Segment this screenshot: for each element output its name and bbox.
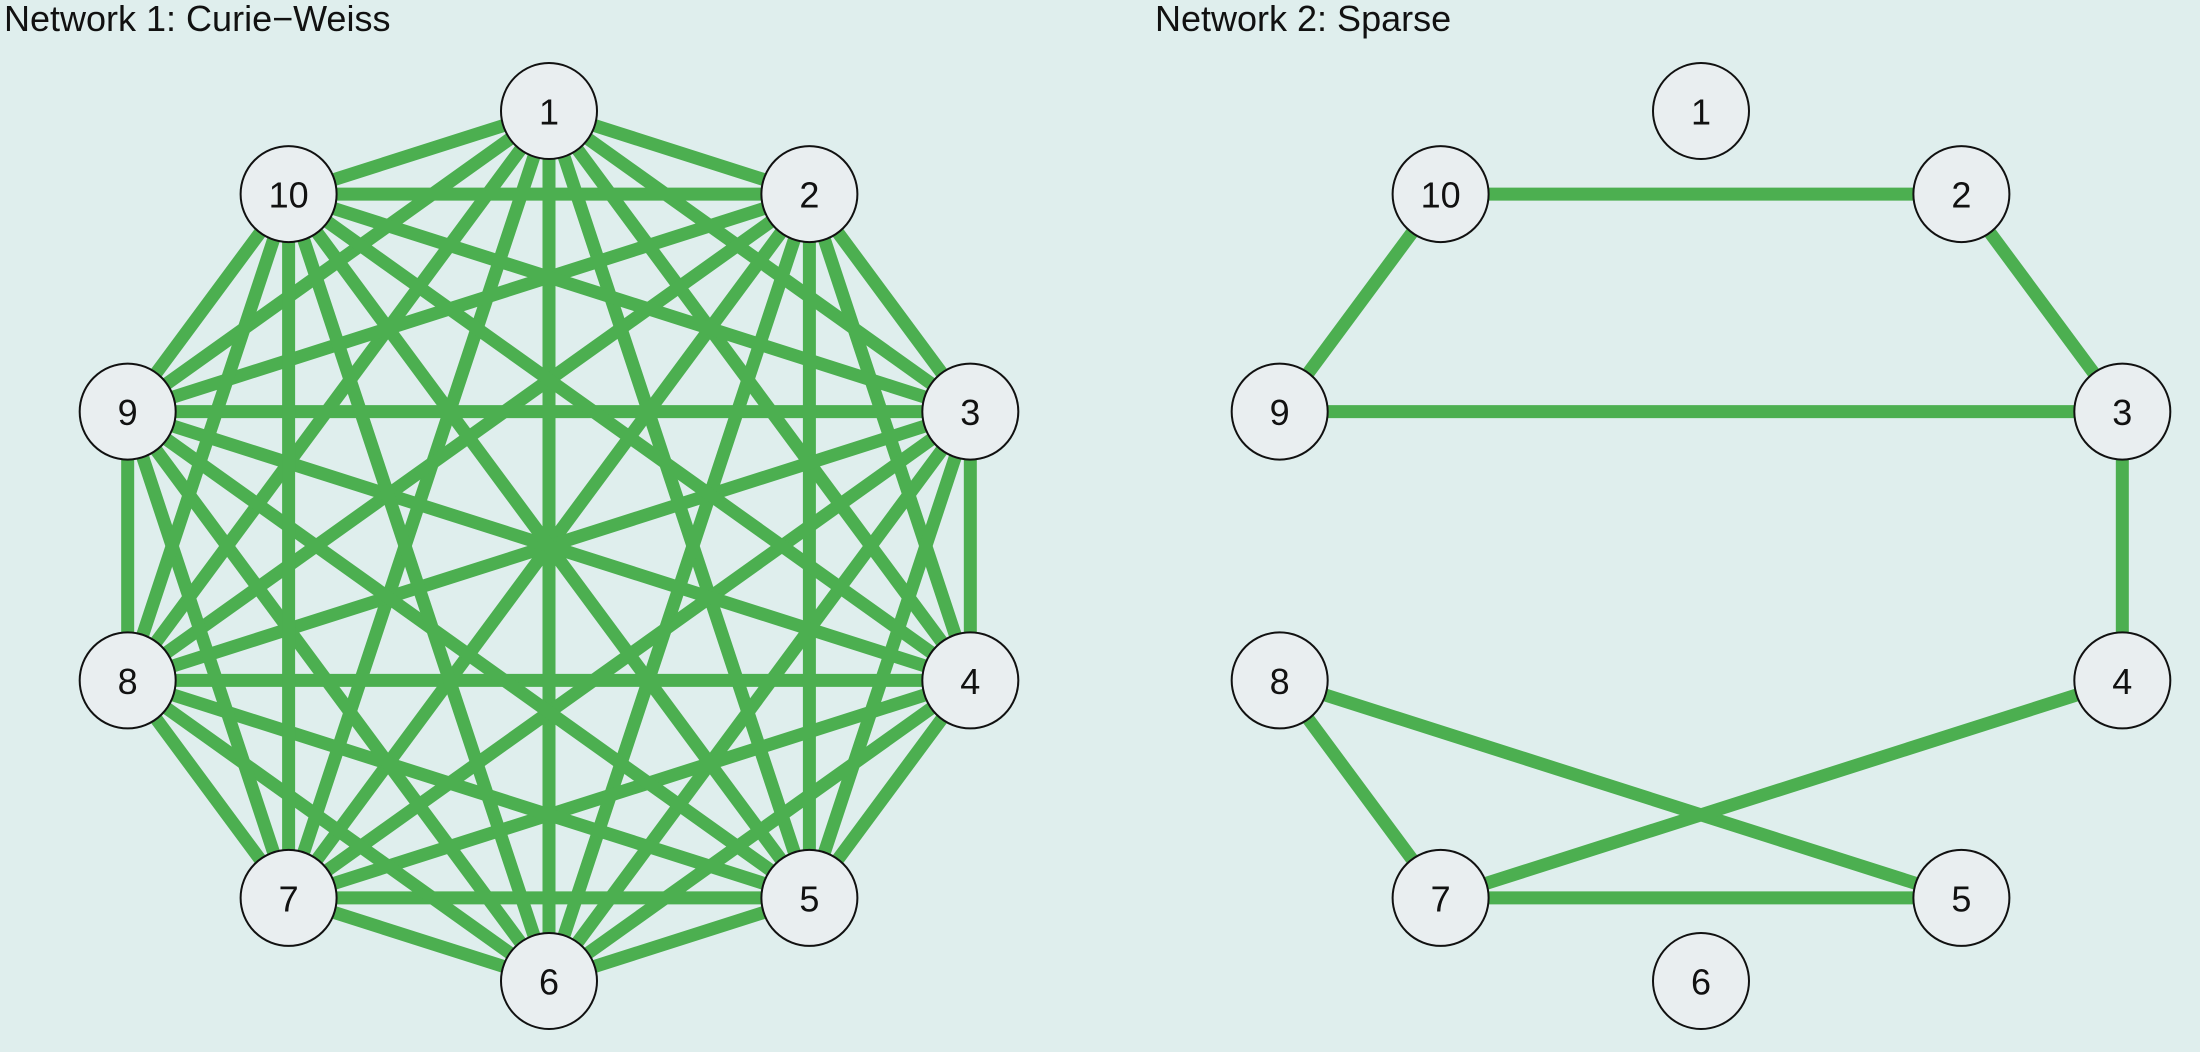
node-label: 2	[1951, 175, 1971, 216]
edge-4-7	[1438, 674, 2125, 905]
node-label: 9	[118, 392, 138, 433]
node-8: 8	[78, 631, 177, 730]
node-circle	[1230, 362, 1329, 461]
node-7: 7	[239, 848, 338, 947]
node-circle	[921, 631, 1020, 730]
node-label: 7	[279, 878, 299, 919]
node-10: 10	[239, 145, 338, 244]
node-circle	[921, 362, 1020, 461]
node-circle	[500, 62, 598, 160]
node-4: 4	[2073, 631, 2172, 730]
node-6: 6	[1652, 932, 1750, 1030]
node-circle	[1652, 932, 1750, 1030]
node-1: 1	[500, 62, 598, 160]
edge-6-9	[122, 407, 555, 985]
edge-8-5	[1277, 674, 1964, 905]
node-label: 8	[118, 661, 138, 702]
edge-6-8	[123, 675, 553, 987]
node-circle	[239, 145, 338, 244]
edge-1-4	[543, 107, 976, 685]
network-2-title: Network 2: Sparse	[1155, 0, 1451, 39]
node-label: 10	[269, 175, 309, 216]
node-3: 3	[2073, 362, 2172, 461]
edge-2-9	[125, 187, 812, 418]
node-label: 3	[960, 392, 980, 433]
node-label: 3	[2112, 392, 2132, 433]
node-8: 8	[1230, 631, 1329, 730]
node-circle	[78, 362, 177, 461]
edge-3-6	[543, 407, 976, 985]
network-1-panel: Network 1: Curie−Weiss 1 2 3 4 5 6 7 8 9 10	[4, 0, 1020, 1030]
edge-5-8	[125, 674, 812, 905]
node-circle	[2073, 362, 2172, 461]
node-7: 7	[1391, 848, 1490, 947]
node-label: 4	[2112, 661, 2132, 702]
node-circle	[1391, 145, 1490, 244]
network-1-edges	[121, 104, 977, 988]
node-circle	[1230, 631, 1329, 730]
node-label: 1	[1691, 92, 1711, 133]
node-label: 9	[1270, 392, 1290, 433]
node-circle	[2073, 631, 2172, 730]
node-circle	[500, 932, 598, 1030]
network-2-nodes: 1 2 3 4 5 6 7 8 9 10	[1230, 62, 2172, 1030]
node-label: 5	[1951, 878, 1971, 919]
node-2: 2	[760, 145, 859, 244]
node-3: 3	[921, 362, 1020, 461]
edge-6-10	[282, 192, 556, 984]
network-2-panel: Network 2: Sparse 1 2 3 4 5 6 7 8 9 10	[1155, 0, 2172, 1030]
node-label: 6	[1691, 962, 1711, 1003]
node-5: 5	[760, 848, 859, 947]
edge-5-9	[123, 406, 814, 904]
edge-1-8	[122, 107, 555, 685]
node-2: 2	[1912, 145, 2011, 244]
node-circle	[1912, 145, 2011, 244]
node-label: 4	[960, 661, 980, 702]
node-label: 7	[1431, 878, 1451, 919]
node-label: 5	[799, 878, 819, 919]
node-label: 10	[1421, 175, 1461, 216]
node-9: 9	[78, 362, 177, 461]
edge-8-10	[121, 192, 295, 683]
node-label: 1	[539, 92, 559, 133]
node-4: 4	[921, 631, 1020, 730]
node-circle	[1652, 62, 1750, 160]
node-label: 8	[1270, 661, 1290, 702]
network-1-nodes: 1 2 3 4 5 6 7 8 9 10	[78, 62, 1020, 1030]
node-10: 10	[1391, 145, 1490, 244]
edge-3-10	[286, 187, 973, 418]
node-label: 2	[799, 175, 819, 216]
node-circle	[1912, 848, 2011, 947]
node-circle	[760, 145, 859, 244]
edge-4-10	[284, 188, 975, 686]
node-5: 5	[1912, 848, 2011, 947]
node-circle	[239, 848, 338, 947]
node-9: 9	[1230, 362, 1329, 461]
edge-5-10	[283, 190, 815, 902]
edge-7-9	[121, 409, 295, 900]
node-label: 6	[539, 962, 559, 1003]
node-circle	[1391, 848, 1490, 947]
node-1: 1	[1652, 62, 1750, 160]
network-2-edges	[1274, 187, 2129, 905]
network-1-title: Network 1: Curie−Weiss	[4, 0, 390, 39]
node-6: 6	[500, 932, 598, 1030]
node-circle	[78, 631, 177, 730]
node-circle	[760, 848, 859, 947]
edge-4-7	[286, 674, 973, 905]
